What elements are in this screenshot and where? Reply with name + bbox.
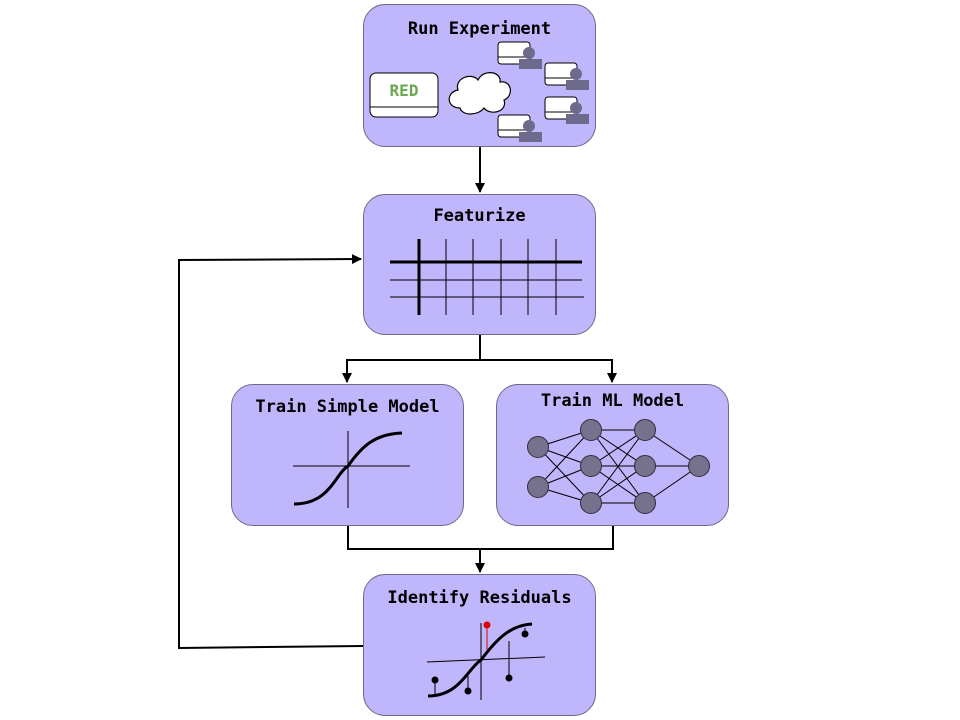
identify-residuals-title: Identify Residuals bbox=[387, 588, 572, 608]
person-icon bbox=[519, 47, 542, 69]
person-icon bbox=[519, 120, 542, 142]
train-ml-model-title: Train ML Model bbox=[540, 391, 685, 411]
neuron-node bbox=[580, 492, 602, 514]
edge-train-ml-to-residuals bbox=[475, 526, 614, 573]
nn-connection bbox=[590, 429, 646, 504]
neuron-node bbox=[634, 419, 656, 441]
neuron-node bbox=[634, 492, 656, 514]
edge-featurize-to-train-ml bbox=[480, 359, 617, 383]
lab-device-label: RED bbox=[389, 81, 419, 100]
cloud-icon bbox=[448, 72, 511, 115]
workstation-icon bbox=[497, 41, 542, 69]
train-ml-model-node: Train ML Model bbox=[496, 384, 729, 526]
identify-residuals-node: Identify Residuals bbox=[363, 574, 596, 716]
neural-network-icon bbox=[527, 419, 710, 514]
neuron-node bbox=[634, 455, 656, 477]
person-icon bbox=[566, 102, 589, 124]
sigmoid-plot-icon bbox=[293, 431, 410, 508]
neuron-node bbox=[527, 436, 549, 458]
neuron-node bbox=[580, 419, 602, 441]
neuron-node bbox=[527, 476, 549, 498]
neuron-node bbox=[688, 455, 710, 477]
featurize-title: Featurize bbox=[433, 206, 526, 226]
residual-outlier-point bbox=[483, 621, 491, 629]
connectors bbox=[178, 147, 617, 650]
residuals-plot-icon bbox=[426, 621, 546, 700]
neuron-node bbox=[580, 455, 602, 477]
researcher-workstations bbox=[497, 41, 589, 142]
edge-featurize-to-train-simple bbox=[342, 335, 481, 383]
feature-table-icon bbox=[390, 239, 584, 315]
nn-connection bbox=[537, 429, 592, 488]
lab-device-icon bbox=[369, 72, 439, 118]
workstation-icon bbox=[544, 62, 589, 90]
person-icon bbox=[566, 68, 589, 90]
edge-residuals-feedback-to-featurize bbox=[178, 254, 364, 650]
edge-train-simple-to-residuals bbox=[347, 526, 480, 550]
nn-edges bbox=[537, 429, 700, 504]
run-experiment-title: Run Experiment bbox=[407, 19, 552, 39]
workstation-icon bbox=[544, 96, 589, 124]
workstation-icon bbox=[497, 114, 542, 142]
nn-connection bbox=[537, 446, 592, 504]
train-simple-model-title: Train Simple Model bbox=[255, 397, 440, 417]
featurize-node: Featurize bbox=[363, 194, 596, 335]
